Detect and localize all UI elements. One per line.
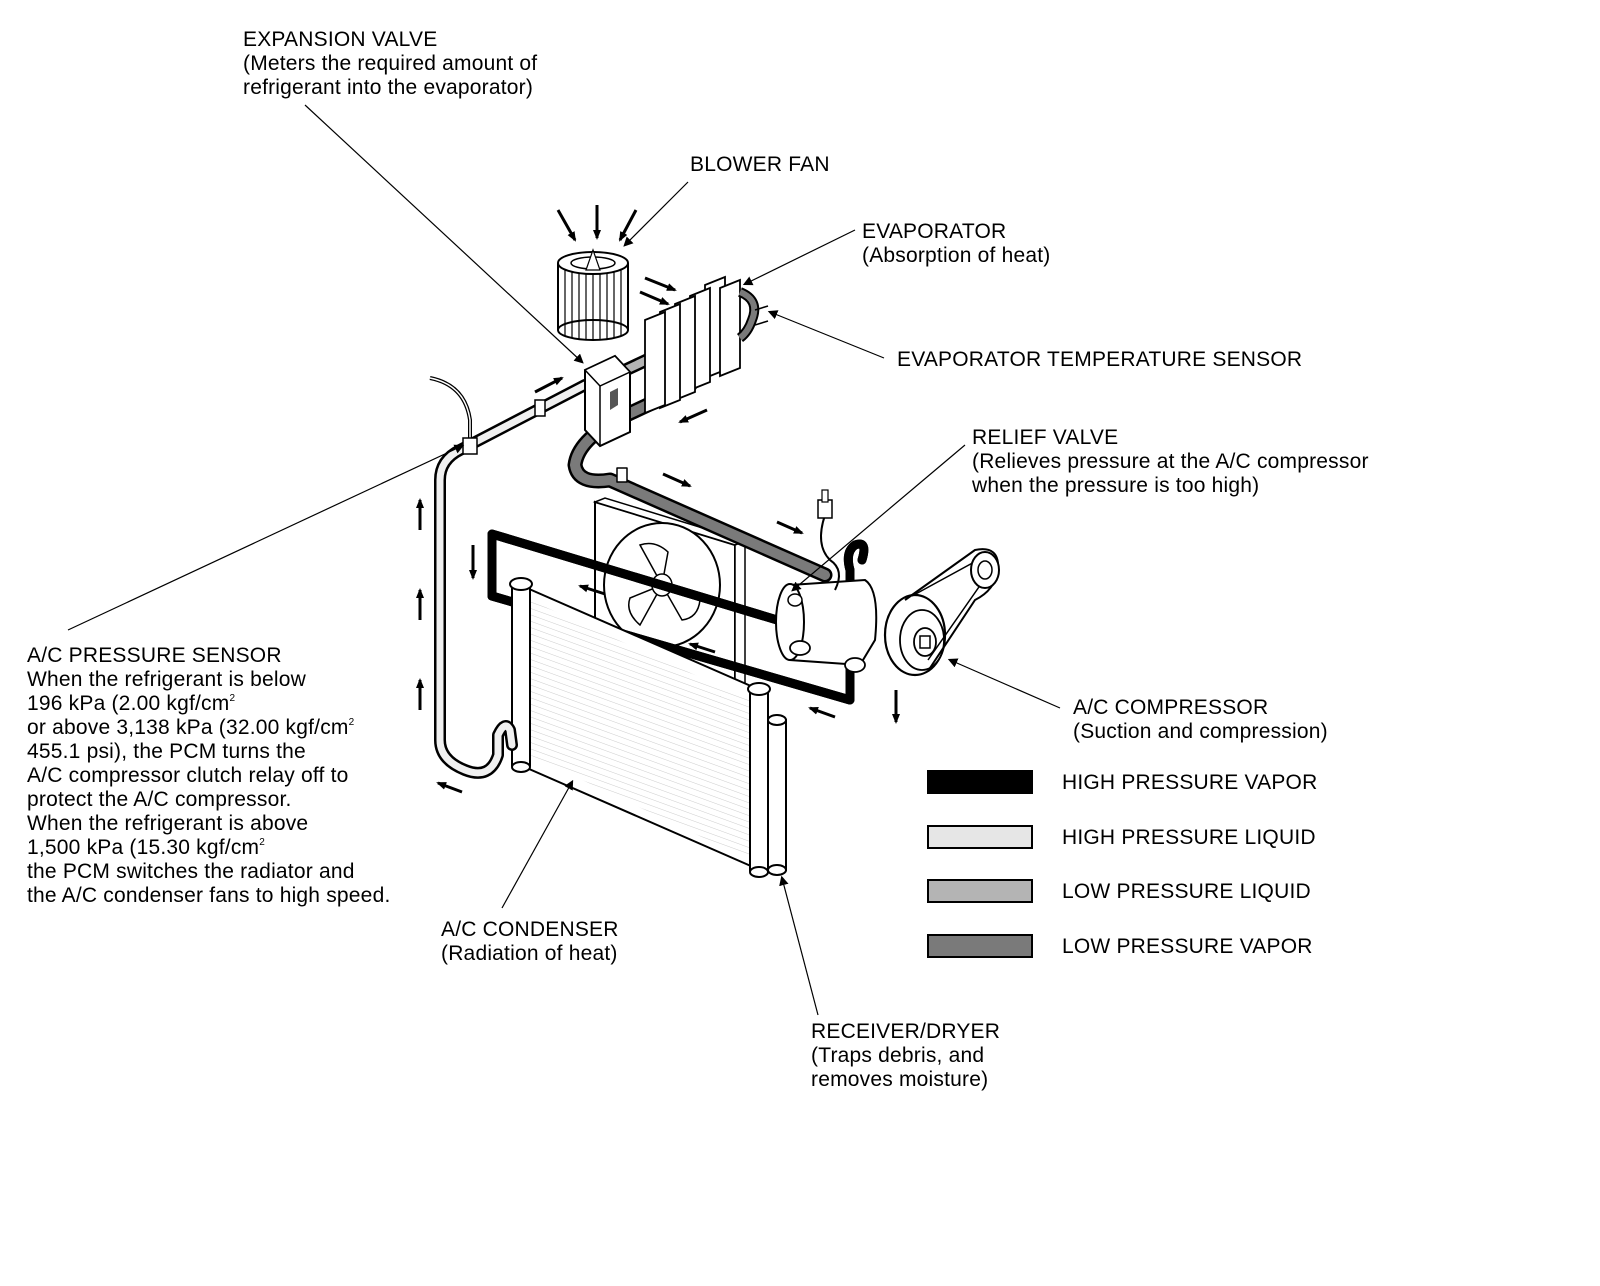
legend-swatch-low-pressure-liquid xyxy=(927,879,1033,903)
high-pressure-vapor-line xyxy=(487,529,869,705)
expansion-valve-label: EXPANSION VALVE (Meters the required amo… xyxy=(243,28,537,100)
legend-swatch-high-pressure-vapor xyxy=(927,770,1033,794)
legend-swatch-high-pressure-liquid xyxy=(927,825,1033,849)
flow-arrows xyxy=(416,205,900,794)
ac-pressure-sensor-desc-8-text: 1,500 kPa (15.30 kgf/cm xyxy=(27,836,260,859)
legend-label-low-pressure-liquid: LOW PRESSURE LIQUID xyxy=(1062,880,1311,903)
relief-valve-label: RELIEF VALVE (Relieves pressure at the A… xyxy=(972,426,1369,498)
evaporator-temp-sensor-title: EVAPORATOR TEMPERATURE SENSOR xyxy=(897,348,1303,371)
expansion-valve-title: EXPANSION VALVE xyxy=(243,28,438,51)
ac-pressure-sensor-title: A/C PRESSURE SENSOR xyxy=(27,644,282,667)
leader-lines xyxy=(67,104,1061,1016)
superscript-2c: 2 xyxy=(259,837,265,848)
receiver-dryer-label: RECEIVER/DRYER (Traps debris, and remove… xyxy=(811,1020,1000,1092)
ac-pressure-sensor-desc-5: A/C compressor clutch relay off to xyxy=(27,764,349,787)
ac-pressure-sensor-desc-9: the PCM switches the radiator and xyxy=(27,860,355,883)
legend-label-high-pressure-vapor: HIGH PRESSURE VAPOR xyxy=(1062,771,1318,794)
legend-swatches xyxy=(927,770,1033,958)
evaporator-title: EVAPORATOR xyxy=(862,220,1007,243)
evaporator-desc: (Absorption of heat) xyxy=(862,244,1051,267)
ac-pressure-sensor-desc-3: or above 3,138 kPa (32.00 kgf/cm2 xyxy=(27,716,390,740)
ac-compressor-title: A/C COMPRESSOR xyxy=(1073,696,1269,719)
legend-label-low-pressure-vapor: LOW PRESSURE VAPOR xyxy=(1062,935,1313,958)
pressure-sensor xyxy=(429,376,546,455)
ac-pressure-sensor-desc-4: 455.1 psi), the PCM turns the xyxy=(27,740,306,763)
receiver-dryer-desc-2: removes moisture) xyxy=(811,1068,989,1091)
superscript-2a: 2 xyxy=(229,693,236,704)
ac-condenser-desc: (Radiation of heat) xyxy=(441,942,618,965)
ac-condenser-label: A/C CONDENSER (Radiation of heat) xyxy=(441,918,619,966)
ac-compressor-label: A/C COMPRESSOR (Suction and compression) xyxy=(1073,696,1328,744)
evaporator-temp-sensor-label: EVAPORATOR TEMPERATURE SENSOR xyxy=(897,348,1302,372)
ac-pressure-sensor-desc-2: 196 kPa (2.00 kgf/cm2 xyxy=(27,692,390,716)
expansion-valve-desc-1: (Meters the required amount of xyxy=(243,52,538,75)
legend-swatch-low-pressure-vapor xyxy=(927,934,1033,958)
relief-valve-desc-1: (Relieves pressure at the A/C compressor xyxy=(972,450,1369,473)
ac-condenser-title: A/C CONDENSER xyxy=(441,918,619,941)
relief-valve-title: RELIEF VALVE xyxy=(972,426,1119,449)
high-pressure-liquid-line xyxy=(434,379,591,779)
ac-pressure-sensor-desc-2-text: 196 kPa (2.00 kgf/cm xyxy=(27,692,230,715)
ac-pressure-sensor-desc-1: When the refrigerant is below xyxy=(27,668,306,691)
blower-fan-label: BLOWER FAN xyxy=(690,153,830,177)
blower-fan-title: BLOWER FAN xyxy=(690,153,830,176)
expansion-valve-desc-2: refrigerant into the evaporator) xyxy=(243,76,534,99)
expansion-valve xyxy=(583,354,632,448)
ac-compressor-desc: (Suction and compression) xyxy=(1073,720,1328,743)
receiver-dryer-title: RECEIVER/DRYER xyxy=(811,1020,1001,1043)
evaporator xyxy=(644,275,769,415)
ac-compressor xyxy=(775,489,1000,677)
superscript-2b: 2 xyxy=(348,717,355,728)
ac-pressure-sensor-label: A/C PRESSURE SENSOR When the refrigerant… xyxy=(27,644,390,908)
evaporator-label: EVAPORATOR (Absorption of heat) xyxy=(862,220,1050,268)
ac-pressure-sensor-desc-6: protect the A/C compressor. xyxy=(27,788,292,811)
legend-label-high-pressure-liquid: HIGH PRESSURE LIQUID xyxy=(1062,826,1316,849)
relief-valve-desc-2: when the pressure is too high) xyxy=(972,474,1260,497)
blower-fan xyxy=(557,248,629,341)
receiver-dryer xyxy=(767,714,787,876)
ac-pressure-sensor-desc-3-text: or above 3,138 kPa (32.00 kgf/cm xyxy=(27,716,349,739)
ac-pressure-sensor-desc-10: the A/C condenser fans to high speed. xyxy=(27,884,391,907)
ac-pressure-sensor-desc-7: When the refrigerant is above xyxy=(27,812,309,835)
ac-pressure-sensor-desc-8: 1,500 kPa (15.30 kgf/cm2 xyxy=(27,836,390,860)
condenser-core xyxy=(509,577,771,878)
receiver-dryer-desc-1: (Traps debris, and xyxy=(811,1044,985,1067)
